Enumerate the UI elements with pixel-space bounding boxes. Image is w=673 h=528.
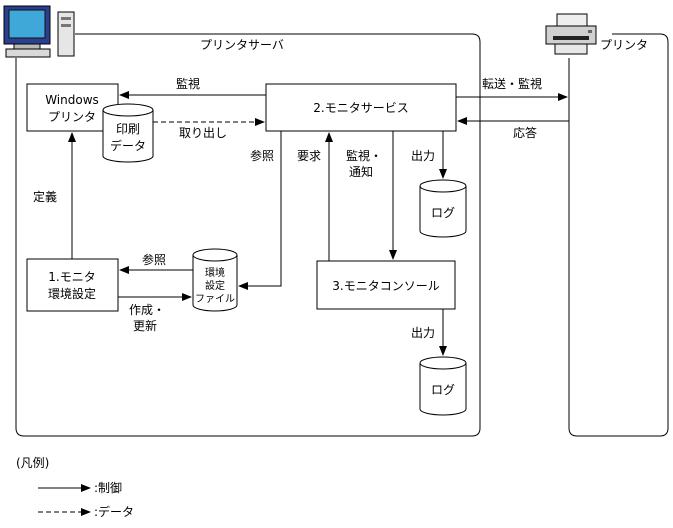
printer-title: プリンタ	[600, 38, 648, 52]
windows-printer-label-1: Windows	[45, 93, 99, 107]
edge-reference-1-label: 参照	[250, 148, 274, 163]
printer-server-title: プリンタサーバ	[200, 38, 284, 52]
printer-icon	[545, 13, 597, 55]
print-data-cylinder: 印刷 データ	[102, 103, 154, 163]
edge-request: 要求	[297, 132, 333, 261]
monitor-console-box: 3.モニタコンソール	[316, 260, 456, 310]
env-setting-file-cylinder: 環境 設定 ファイル	[192, 248, 238, 312]
server-pc-icon	[3, 5, 75, 58]
edge-output-1-label: 出力	[411, 149, 435, 163]
legend: (凡例) :制御 :データ	[16, 456, 134, 519]
edge-reference-2: 参照	[119, 252, 193, 274]
print-data-label-1: 印刷	[116, 122, 140, 136]
monitor-console-label: 3.モニタコンソール	[332, 279, 439, 293]
env-file-label-2: 設定	[205, 279, 225, 292]
edge-response-label: 応答	[513, 125, 537, 140]
env-file-label-3: ファイル	[195, 294, 235, 305]
log-cylinder-2: ログ	[419, 356, 467, 416]
legend-data-label: :データ	[94, 504, 134, 519]
edge-reference-1: 参照	[238, 131, 282, 290]
monitor-setting-label-2: 環境設定	[48, 286, 96, 301]
edge-transfer-watch: 転送・監視	[456, 76, 568, 101]
monitor-setting-label-1: 1.モニタ	[48, 270, 95, 284]
edge-create-update-label-2: 更新	[133, 318, 157, 333]
edge-output-2-label: 出力	[411, 326, 435, 340]
printer-frame: プリンタ	[568, 33, 669, 437]
windows-printer-box: Windows プリンタ	[26, 83, 119, 132]
monitor-service-box: 2.モニタサービス	[265, 83, 457, 132]
edge-watch: 監視	[119, 76, 266, 99]
edge-response: 応答	[457, 117, 569, 140]
legend-control-label: :制御	[94, 480, 122, 495]
edge-output-1: 出力	[411, 131, 447, 179]
log-2-label: ログ	[431, 383, 455, 397]
edge-reference-2-label: 参照	[142, 252, 166, 267]
edge-watch-notify: 監視・ 通知	[346, 131, 397, 260]
edge-watch-notify-label-1: 監視・	[346, 148, 382, 163]
log-cylinder-1: ログ	[419, 179, 467, 238]
edge-definition: 定義	[33, 132, 76, 259]
printer-server-frame: プリンタサーバ	[15, 33, 481, 437]
edge-take-out: 取り出し	[153, 118, 265, 140]
windows-printer-label-2: プリンタ	[48, 110, 96, 124]
legend-title: (凡例)	[16, 456, 49, 470]
edge-create-update: 作成・ 更新	[118, 293, 192, 333]
edge-request-label: 要求	[297, 149, 321, 163]
edge-watch-label: 監視	[176, 76, 200, 91]
log-1-label: ログ	[431, 206, 455, 220]
edge-watch-notify-label-2: 通知	[349, 165, 373, 179]
edge-output-2: 出力	[411, 309, 447, 356]
monitor-service-label: 2.モニタサービス	[313, 101, 408, 115]
edge-take-out-label: 取り出し	[179, 126, 227, 140]
env-file-label-1: 環境	[205, 266, 225, 279]
edge-transfer-watch-label: 転送・監視	[482, 76, 542, 91]
edge-definition-label: 定義	[33, 189, 57, 204]
monitor-setting-box: 1.モニタ 環境設定	[26, 258, 119, 312]
print-data-label-2: データ	[110, 138, 146, 153]
edge-create-update-label-1: 作成・	[129, 303, 165, 317]
